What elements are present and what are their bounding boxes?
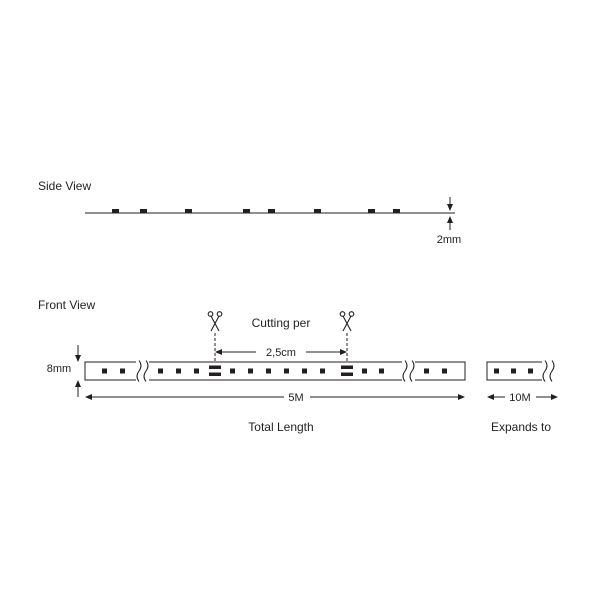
side-view: Side View 2mm: [38, 179, 461, 246]
solder-pad: [341, 365, 353, 369]
led-square: [158, 368, 163, 374]
led-square: [284, 368, 289, 374]
led-chip: [314, 209, 321, 213]
led-chip: [393, 209, 400, 213]
length-dimension: 5M: [85, 392, 465, 404]
solder-pad: [209, 365, 221, 369]
thickness-dimension: 2mm: [437, 197, 461, 246]
led-chip: [140, 209, 147, 213]
break-gap: [136, 361, 149, 381]
solder-pad: [341, 372, 353, 376]
strip-outline: [84, 361, 466, 381]
led-square: [194, 368, 199, 374]
arrow-right-icon: [551, 394, 558, 400]
arrow-down-icon: [447, 204, 453, 211]
arrow-up-icon: [75, 380, 81, 387]
arrow-up-icon: [447, 216, 453, 223]
led-square: [120, 368, 125, 374]
front-view: Front View: [38, 298, 466, 434]
led-square: [102, 368, 107, 374]
arrow-left-icon: [215, 349, 222, 355]
led-square: [511, 368, 516, 374]
led-square: [230, 368, 235, 374]
expanded-view: 10M Expands to: [486, 360, 558, 434]
led-square: [494, 368, 499, 374]
break-mark-icon: [136, 360, 149, 382]
led-chip: [185, 209, 192, 213]
led-square: [248, 368, 253, 374]
led-square: [442, 368, 447, 374]
arrow-left-icon: [85, 394, 92, 400]
scissors-icon: [339, 311, 355, 332]
height-dimension: 8mm: [47, 345, 81, 397]
arrow-right-icon: [458, 394, 465, 400]
led-square: [362, 368, 367, 374]
led-chip: [243, 209, 250, 213]
solder-pad: [209, 372, 221, 376]
break-squiggle: [409, 360, 415, 382]
led-square: [320, 368, 325, 374]
break-gap: [542, 361, 556, 381]
led-chip: [368, 209, 375, 213]
front-view-label: Front View: [38, 298, 95, 312]
side-view-label: Side View: [38, 179, 91, 193]
solder-pads: [209, 365, 353, 376]
arrow-right-icon: [340, 349, 347, 355]
break-mark-icon: [402, 360, 415, 382]
break-squiggle: [143, 360, 149, 382]
expanded-leds: [494, 368, 533, 374]
expands-to-label: Expands to: [491, 420, 551, 434]
cut-interval-value: 2,5cm: [266, 347, 296, 359]
expanded-length-value: 10M: [509, 392, 530, 404]
led-square: [266, 368, 271, 374]
break-squiggle: [136, 360, 142, 382]
led-square: [424, 368, 429, 374]
break-squiggle: [542, 360, 548, 382]
arrow-left-icon: [487, 394, 494, 400]
cut-interval-dimension: 2,5cm: [215, 347, 347, 359]
led-square: [302, 368, 307, 374]
front-view-leds: [102, 368, 447, 374]
led-square: [176, 368, 181, 374]
led-square: [528, 368, 533, 374]
led-square: [379, 368, 384, 374]
total-length-label: Total Length: [248, 420, 313, 434]
expanded-length-dimension: 10M: [487, 392, 558, 404]
led-chip: [112, 209, 119, 213]
scissors-icon: [207, 311, 223, 332]
cutting-label: Cutting per: [252, 316, 311, 330]
thickness-value: 2mm: [437, 234, 461, 246]
break-squiggle: [402, 360, 408, 382]
length-value: 5M: [288, 392, 303, 404]
height-value: 8mm: [47, 363, 71, 375]
arrow-down-icon: [75, 355, 81, 362]
break-mark-icon: [542, 360, 556, 382]
break-squiggle: [549, 360, 555, 382]
side-view-leds: [112, 209, 400, 213]
led-chip: [268, 209, 275, 213]
break-gap: [402, 361, 415, 381]
